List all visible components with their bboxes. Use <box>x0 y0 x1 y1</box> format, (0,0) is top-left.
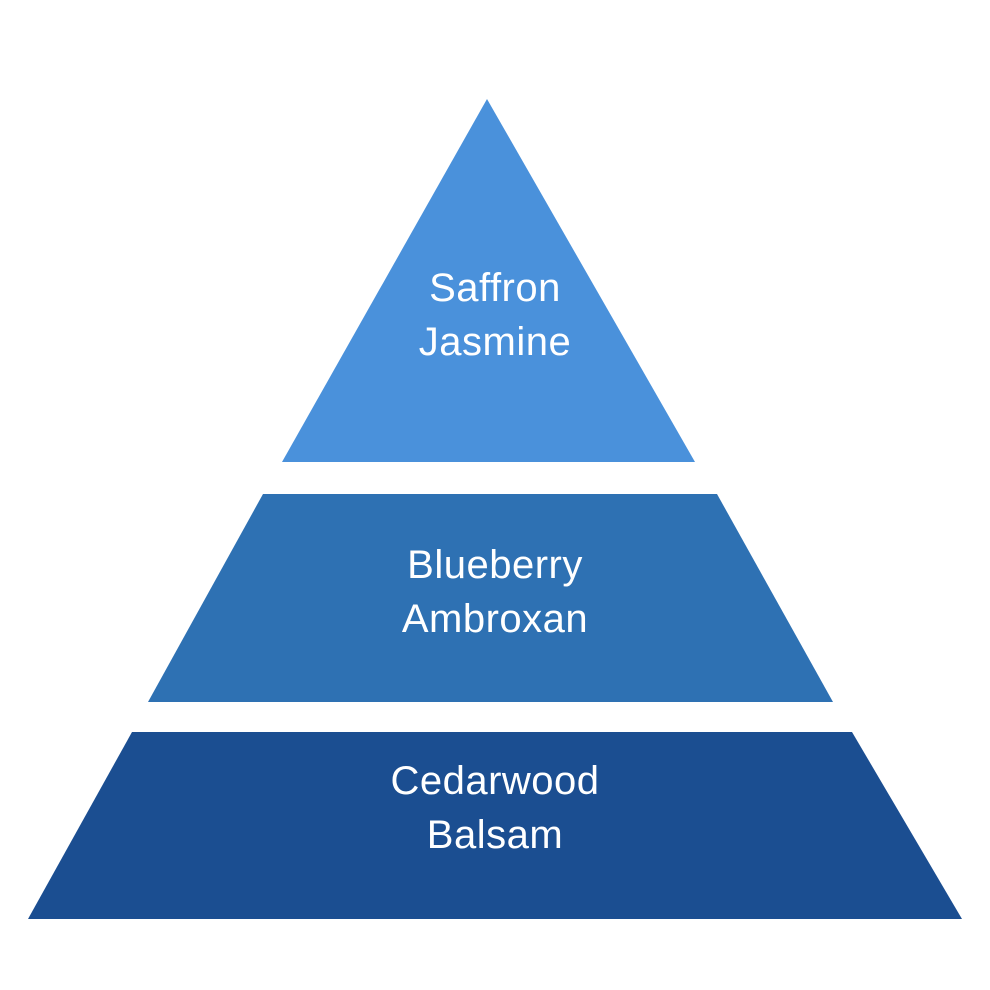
tier-bottom-label-line-2: Balsam <box>426 813 564 857</box>
tier-top-label-line-2: Jasmine <box>418 320 572 364</box>
tier-top-label-line-1: Saffron <box>429 266 561 310</box>
tier-bottom-label: Cedarwood Balsam <box>0 754 990 862</box>
tier-top-label: Saffron Jasmine <box>0 261 990 369</box>
tier-bottom-label-line-1: Cedarwood <box>390 759 600 803</box>
tier-middle-label: Blueberry Ambroxan <box>0 538 990 646</box>
tier-middle-label-line-1: Blueberry <box>407 543 583 587</box>
tier-middle-label-line-2: Ambroxan <box>401 597 589 641</box>
